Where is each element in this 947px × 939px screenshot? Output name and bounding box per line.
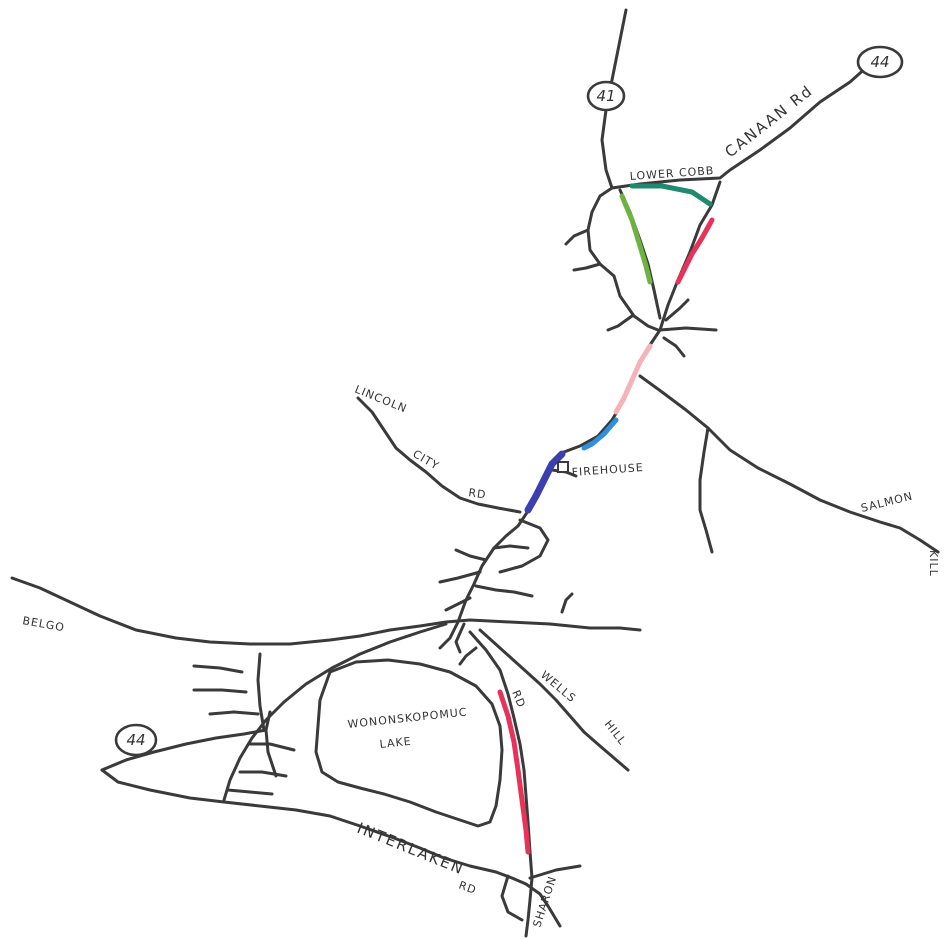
pink-trunk-segment xyxy=(613,343,653,415)
cluster-road-a xyxy=(498,518,550,574)
salmon-branch-road xyxy=(698,426,714,554)
highlighted-segments xyxy=(497,183,715,855)
spur-center-east xyxy=(658,326,718,332)
red-south-segment xyxy=(497,689,531,855)
city-label: CITY xyxy=(411,447,442,472)
west-inner-b xyxy=(238,770,288,778)
lincoln-rd-label: RD xyxy=(468,486,488,501)
wells-rd-label: RD xyxy=(509,688,528,710)
lake-name-label: WONONSKOPOMUC xyxy=(347,705,468,731)
lake-outline xyxy=(314,658,504,828)
salmon-label: SALMON xyxy=(860,489,915,514)
dark-blue-segment xyxy=(524,450,566,514)
side-road-west-b xyxy=(572,262,602,272)
belgo-road xyxy=(10,576,642,646)
firehouse-label: FIREHOUSE xyxy=(571,461,644,479)
light-blue-segment xyxy=(581,417,619,451)
interlaken-label: INTERLAKEN xyxy=(355,819,468,878)
cluster-road-e xyxy=(474,584,534,598)
interlaken-rd-label: RD xyxy=(457,879,478,897)
south-spur-loop xyxy=(500,874,524,922)
west-spur-c xyxy=(208,710,260,716)
west-curve xyxy=(264,710,278,778)
green-road-segment xyxy=(619,193,653,285)
west-vertical xyxy=(256,652,266,732)
route-44-shield-northeast: 44 xyxy=(856,45,904,79)
canaan-road xyxy=(610,64,870,190)
spur-center-se xyxy=(662,336,686,358)
west-loop-south xyxy=(100,768,562,928)
route-44-sw-number: 44 xyxy=(126,731,145,749)
lake-word-label: LAKE xyxy=(379,735,412,751)
route-41-shield: 41 xyxy=(586,80,626,112)
lake-north-road xyxy=(222,622,448,802)
road-network xyxy=(10,8,940,938)
west-inner-c xyxy=(226,788,274,796)
main-trunk-road xyxy=(438,180,722,650)
cluster-road-c xyxy=(454,548,488,562)
canaan-road-label: CANAAN Rd xyxy=(721,81,816,161)
belgo-label: BELGO xyxy=(21,614,65,634)
belgo-spur xyxy=(560,592,574,614)
route-44-shield-southwest: 44 xyxy=(114,723,158,757)
route-44-ne-number: 44 xyxy=(870,53,889,71)
salmon-kill-road xyxy=(638,374,940,554)
spur-west-center xyxy=(606,314,634,332)
spur-center-ne xyxy=(664,298,690,322)
sharon-label: SHARON xyxy=(530,874,559,929)
cluster-road-f xyxy=(444,596,472,612)
wells-hill-road xyxy=(478,628,630,772)
west-spur-a xyxy=(192,664,244,674)
cluster-road-d xyxy=(438,570,482,584)
sharon-road xyxy=(468,630,534,938)
hill-label: HILL xyxy=(602,718,629,748)
south-spur-east xyxy=(528,864,582,880)
firehouse-marker-icon xyxy=(557,461,569,473)
lower-cobb-teal-segment xyxy=(629,183,713,207)
wells-spur-b xyxy=(454,622,466,654)
red-north-segment xyxy=(675,217,715,285)
side-road-west-a xyxy=(564,228,590,246)
lincoln-label: LINCOLN xyxy=(353,383,409,416)
wells-spur xyxy=(458,646,478,666)
west-spur-b xyxy=(192,688,248,694)
lincoln-city-road xyxy=(356,396,522,514)
salmon-kill-label: KILL xyxy=(927,550,940,577)
lower-cobb-label: LOWER COBB xyxy=(629,164,714,183)
west-road-44 xyxy=(100,728,268,772)
west-inner-a xyxy=(248,742,296,752)
cluster-road-b xyxy=(492,544,530,550)
route-41-number: 41 xyxy=(596,87,615,105)
